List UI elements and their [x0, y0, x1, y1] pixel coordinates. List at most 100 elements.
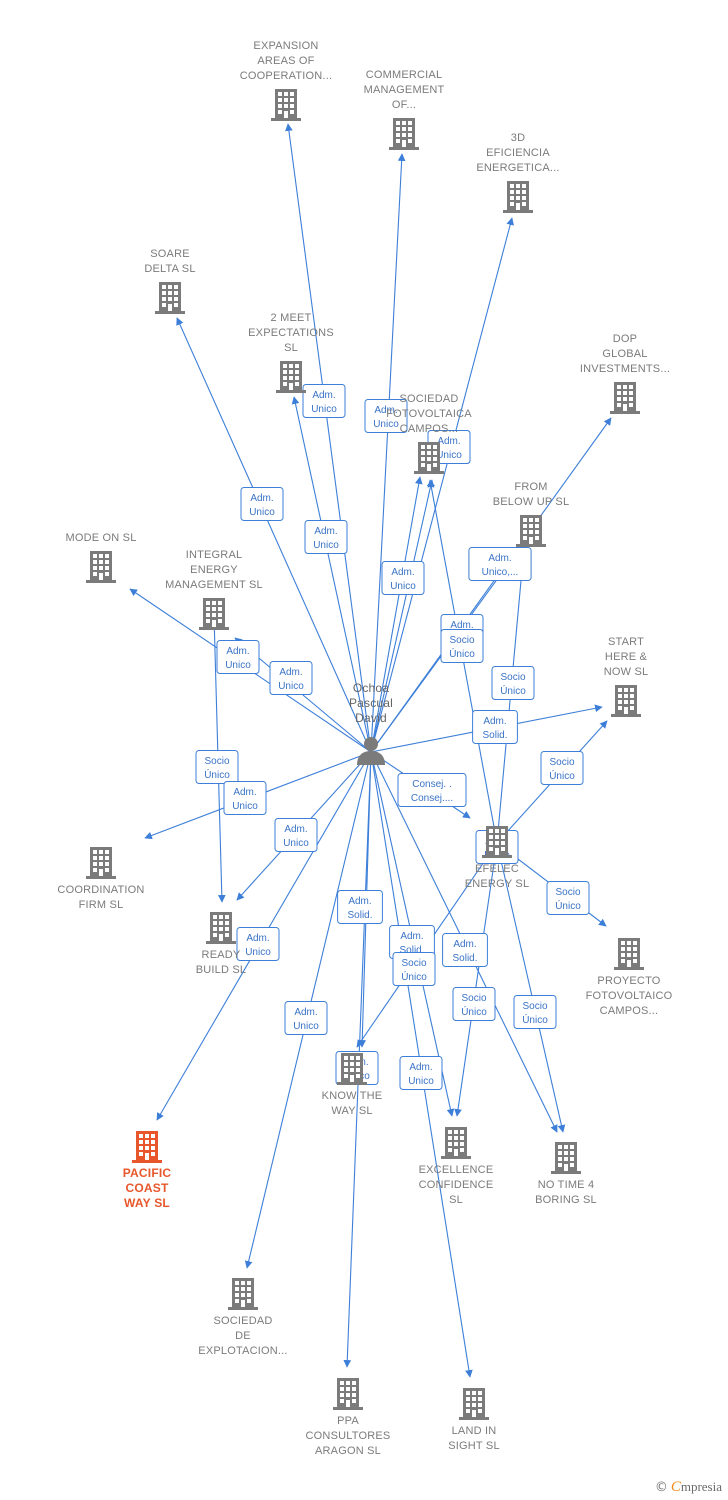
- company-name-line: 2 MEET: [271, 312, 312, 324]
- role-tag-text: Único: [500, 684, 526, 697]
- role-tag[interactable]: Adm.Unico: [364, 399, 408, 433]
- role-tag-box: [513, 995, 557, 1029]
- role-tag-text: Unico: [249, 507, 275, 518]
- role-tag-text: Unico: [245, 947, 271, 958]
- role-tag[interactable]: Adm.Solid.: [472, 710, 518, 744]
- company-name-line: NOW SL: [604, 666, 649, 678]
- role-tag[interactable]: Adm.Unico: [240, 487, 284, 521]
- company-name-line: FOTOVOLTAICA: [386, 408, 472, 420]
- role-tag-text: Adm.: [246, 933, 269, 944]
- role-tag-box: [240, 487, 284, 521]
- role-tag[interactable]: Adm. Unico: [284, 1001, 328, 1035]
- company-name-line: 3D: [511, 132, 525, 144]
- role-tag-text: Adm.: [294, 1007, 317, 1018]
- role-tag[interactable]: Adm.Unico: [269, 661, 313, 695]
- role-tag[interactable]: Adm. Unico: [304, 520, 348, 554]
- role-tag-box: [442, 933, 488, 967]
- building-icon: [389, 118, 419, 150]
- company-node-modeon[interactable]: MODE ON SL: [65, 532, 136, 583]
- role-tag-box: [392, 952, 436, 986]
- role-tag[interactable]: Adm.Unico: [381, 561, 425, 595]
- role-tag[interactable]: Consej. .Consej....: [397, 773, 467, 807]
- company-name-line: PROYECTO: [597, 975, 660, 987]
- role-tag-text: Unico: [313, 540, 339, 551]
- company-name-line: SIGHT SL: [448, 1440, 500, 1452]
- role-tag-text: Unico: [293, 1021, 319, 1032]
- role-tag[interactable]: Adm.Unico: [223, 781, 267, 815]
- role-tag-text: Único: [522, 1013, 548, 1026]
- role-tag-text: Adm.: [284, 824, 307, 835]
- role-tag-box: [491, 666, 535, 700]
- role-tag[interactable]: Adm. Unico: [236, 927, 280, 961]
- company-node-proyecto[interactable]: PROYECTOFOTOVOLTAICOCAMPOS...: [586, 938, 673, 1017]
- role-tag-text: Adm.: [314, 526, 337, 537]
- role-tag[interactable]: Adm.Unico: [399, 1056, 443, 1090]
- edge-C-to-expansion: [285, 123, 372, 753]
- role-tag-text: Solid.: [399, 945, 424, 956]
- company-node-commercial[interactable]: COMMERCIALMANAGEMENTOF...: [364, 69, 445, 150]
- company-name-line: NO TIME 4: [538, 1179, 595, 1191]
- role-tag[interactable]: Adm.Unico,...: [468, 547, 532, 581]
- role-tag[interactable]: Adm.Solid.: [442, 933, 488, 967]
- role-tag[interactable]: Adm.Solid.: [389, 925, 435, 959]
- company-node-sociedad_foto[interactable]: SOCIEDADFOTOVOLTAICACAMPOS...: [386, 393, 472, 474]
- company-node-sociedad_expl[interactable]: SOCIEDADDEEXPLOTACION...: [198, 1278, 288, 1357]
- company-name-line: START: [608, 636, 644, 648]
- role-tag[interactable]: Adm.Unico: [302, 384, 346, 418]
- role-tag[interactable]: Adm.Unico: [274, 818, 318, 852]
- role-tag[interactable]: Adm.Solid.: [337, 890, 383, 924]
- building-icon: [414, 442, 444, 474]
- role-tag-text: Adm.: [391, 567, 414, 578]
- role-tag-box: [274, 818, 318, 852]
- building-icon: [86, 847, 116, 879]
- building-icon: [610, 382, 640, 414]
- role-tag-text: Socio: [555, 887, 580, 898]
- company-name-line: DOP: [613, 333, 637, 345]
- company-name-line: SL: [449, 1194, 463, 1206]
- role-tag-box: [399, 1056, 443, 1090]
- edge-C-to-commercial: [370, 153, 406, 753]
- company-name-line: CAMPOS...: [600, 1005, 659, 1017]
- role-tag-box: [397, 773, 467, 807]
- role-tag-text: Adm.: [488, 553, 511, 564]
- company-name-line: EFELEC: [475, 863, 519, 875]
- role-tag-text: Socio: [204, 756, 229, 767]
- company-name-line: PPA: [337, 1415, 359, 1427]
- building-icon: [516, 515, 546, 547]
- company-node-eficiencia[interactable]: 3DEFICIENCIAENERGETICA...: [476, 132, 559, 213]
- role-tag-text: Adm.: [348, 896, 371, 907]
- company-name-line: INTEGRAL: [186, 549, 243, 561]
- company-node-dop[interactable]: DOPGLOBALINVESTMENTS...: [580, 333, 670, 414]
- building-icon: [86, 551, 116, 583]
- company-name-line: READY: [202, 949, 241, 961]
- building-icon: [551, 1142, 581, 1174]
- role-tag-text: Único: [549, 769, 575, 782]
- building-icon: [199, 598, 229, 630]
- role-tag-text: Adm.: [312, 390, 335, 401]
- role-tag[interactable]: Adm.Unico: [216, 640, 260, 674]
